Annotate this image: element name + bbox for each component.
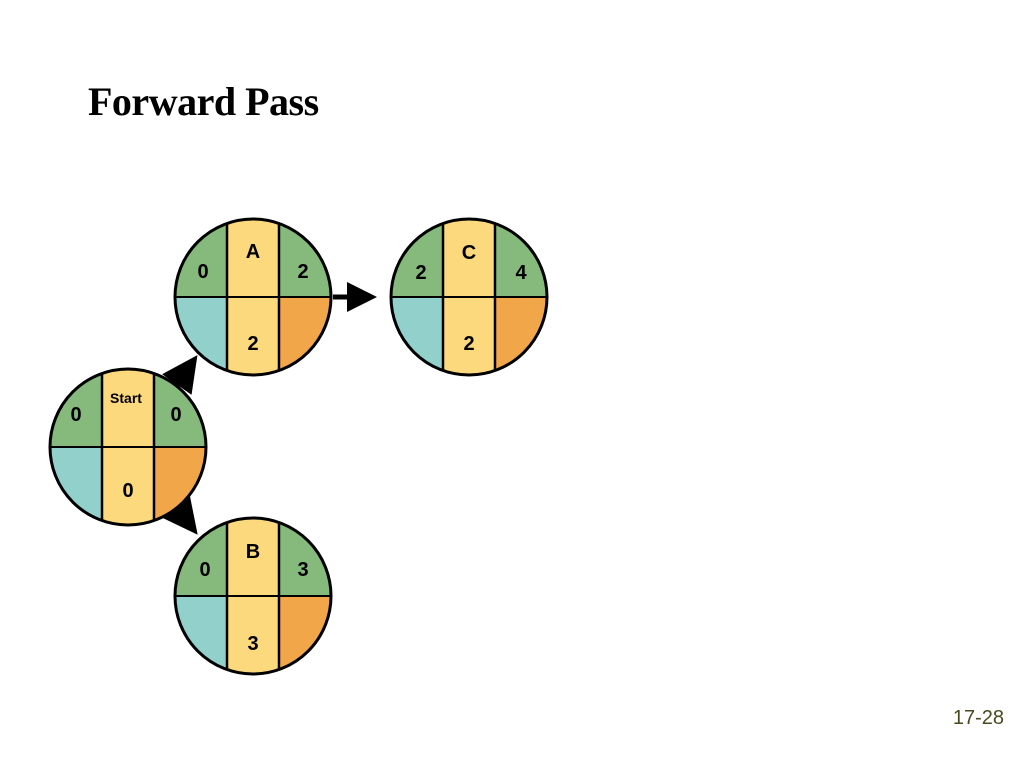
ef-value: 3 xyxy=(297,559,308,581)
node-a: A 0 2 2 xyxy=(173,217,333,377)
arrow-start-to-a xyxy=(162,355,198,395)
es-value: 0 xyxy=(70,404,81,426)
es-value: 2 xyxy=(415,262,426,284)
duration-value: 2 xyxy=(247,333,258,355)
node-name: B xyxy=(246,541,260,563)
node-start: Start 0 0 0 xyxy=(48,367,208,527)
node-name: C xyxy=(462,242,476,264)
ef-value: 2 xyxy=(297,261,308,283)
node-name: Start xyxy=(110,390,142,406)
node-name: A xyxy=(246,241,260,263)
arrow-start-to-b xyxy=(161,495,198,535)
node-c: C 2 4 2 xyxy=(389,217,549,377)
duration-value: 3 xyxy=(247,633,258,655)
node-b: B 0 3 3 xyxy=(173,516,333,676)
page-title: Forward Pass xyxy=(88,79,319,124)
page-number: 17-28 xyxy=(952,707,1004,729)
ef-value: 0 xyxy=(170,404,181,426)
ef-value: 4 xyxy=(515,262,527,284)
duration-value: 2 xyxy=(463,333,474,355)
es-value: 0 xyxy=(197,261,208,283)
es-value: 0 xyxy=(199,559,210,581)
duration-value: 0 xyxy=(122,480,133,502)
